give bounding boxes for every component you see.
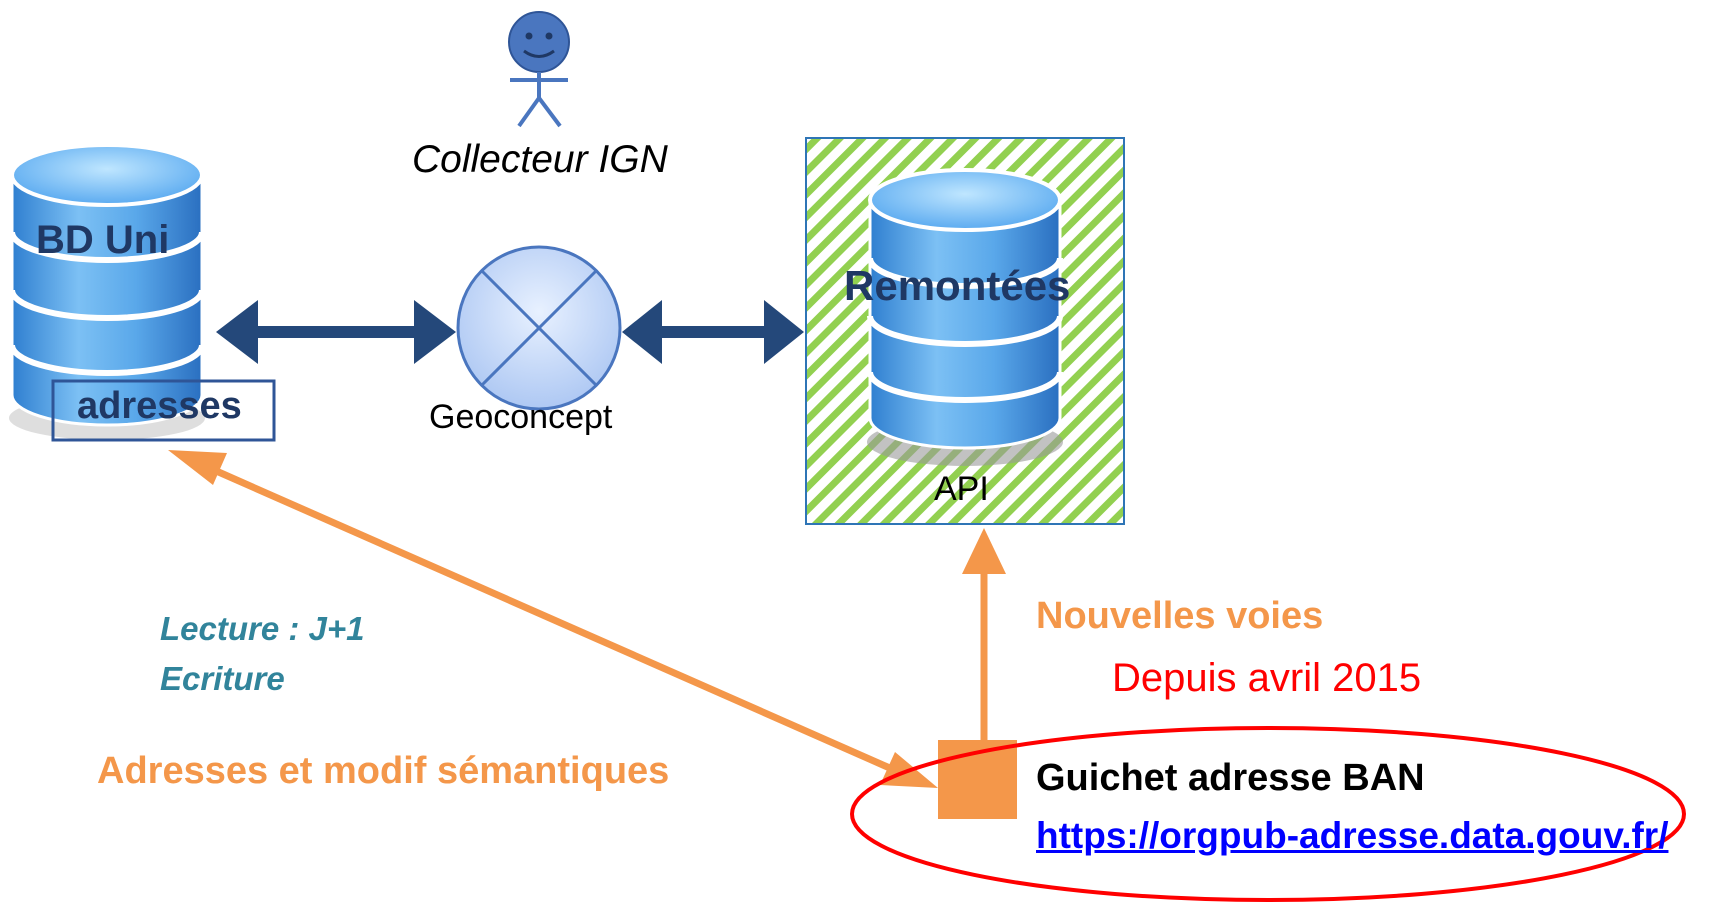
bd-uni-database-icon — [9, 143, 205, 440]
guichet-url-link[interactable]: https://orgpub-adresse.data.gouv.fr/ — [1036, 815, 1669, 856]
adresses-label: adresses — [77, 385, 242, 427]
api-label: API — [934, 470, 989, 508]
nouvelles-voies-label: Nouvelles voies — [1036, 595, 1324, 637]
ecriture-label: Ecriture — [160, 660, 285, 697]
guichet-title: Guichet adresse BAN — [1036, 757, 1425, 799]
remontees-label: Remontées — [844, 262, 1071, 309]
guichet-highlight-ellipse — [850, 726, 1686, 902]
adresses-modif-label: Adresses et modif sémantiques — [97, 750, 670, 792]
remontees-database-icon — [867, 168, 1063, 466]
since-label: Depuis avril 2015 — [1112, 656, 1422, 700]
geoconcept-label: Geoconcept — [429, 398, 613, 436]
guichet-remontees-arrow — [962, 528, 1006, 745]
stick-figure-icon — [508, 11, 570, 128]
bd-uni-label: BD Uni — [36, 218, 170, 262]
geoconcept-icon — [456, 245, 622, 411]
adresses-box — [51, 379, 276, 442]
geoconcept-remontees-arrow — [622, 300, 804, 364]
bdu-geoconcept-arrow — [216, 300, 456, 364]
lecture-label: Lecture : J+1 — [160, 610, 365, 647]
actor-label: Collecteur IGN — [412, 138, 668, 181]
